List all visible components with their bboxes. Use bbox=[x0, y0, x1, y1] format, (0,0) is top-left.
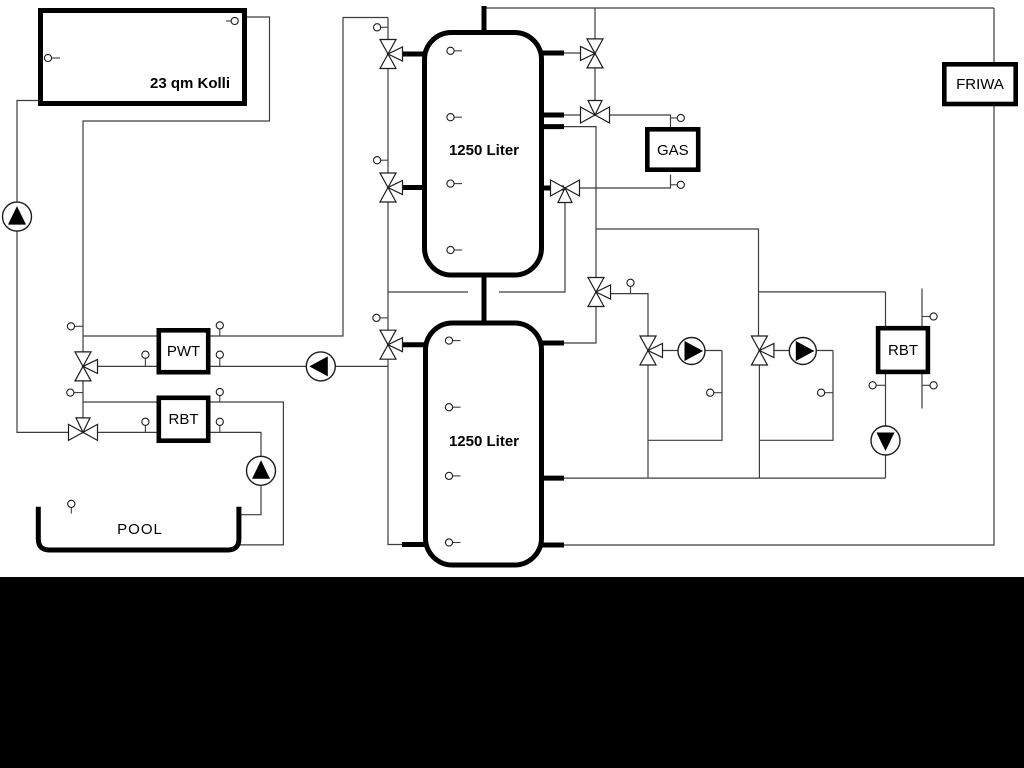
svg-text:RBT: RBT bbox=[888, 342, 918, 359]
svg-text:GAS: GAS bbox=[657, 142, 689, 159]
svg-text:1250 Liter: 1250 Liter bbox=[449, 142, 519, 159]
svg-text:23 qm Kolli: 23 qm Kolli bbox=[150, 75, 230, 92]
svg-text:POOL: POOL bbox=[117, 521, 163, 538]
svg-text:PWT: PWT bbox=[167, 343, 200, 360]
svg-text:RBT: RBT bbox=[169, 411, 199, 428]
svg-text:FRIWA: FRIWA bbox=[956, 76, 1004, 93]
svg-text:1250 Liter: 1250 Liter bbox=[449, 433, 519, 450]
